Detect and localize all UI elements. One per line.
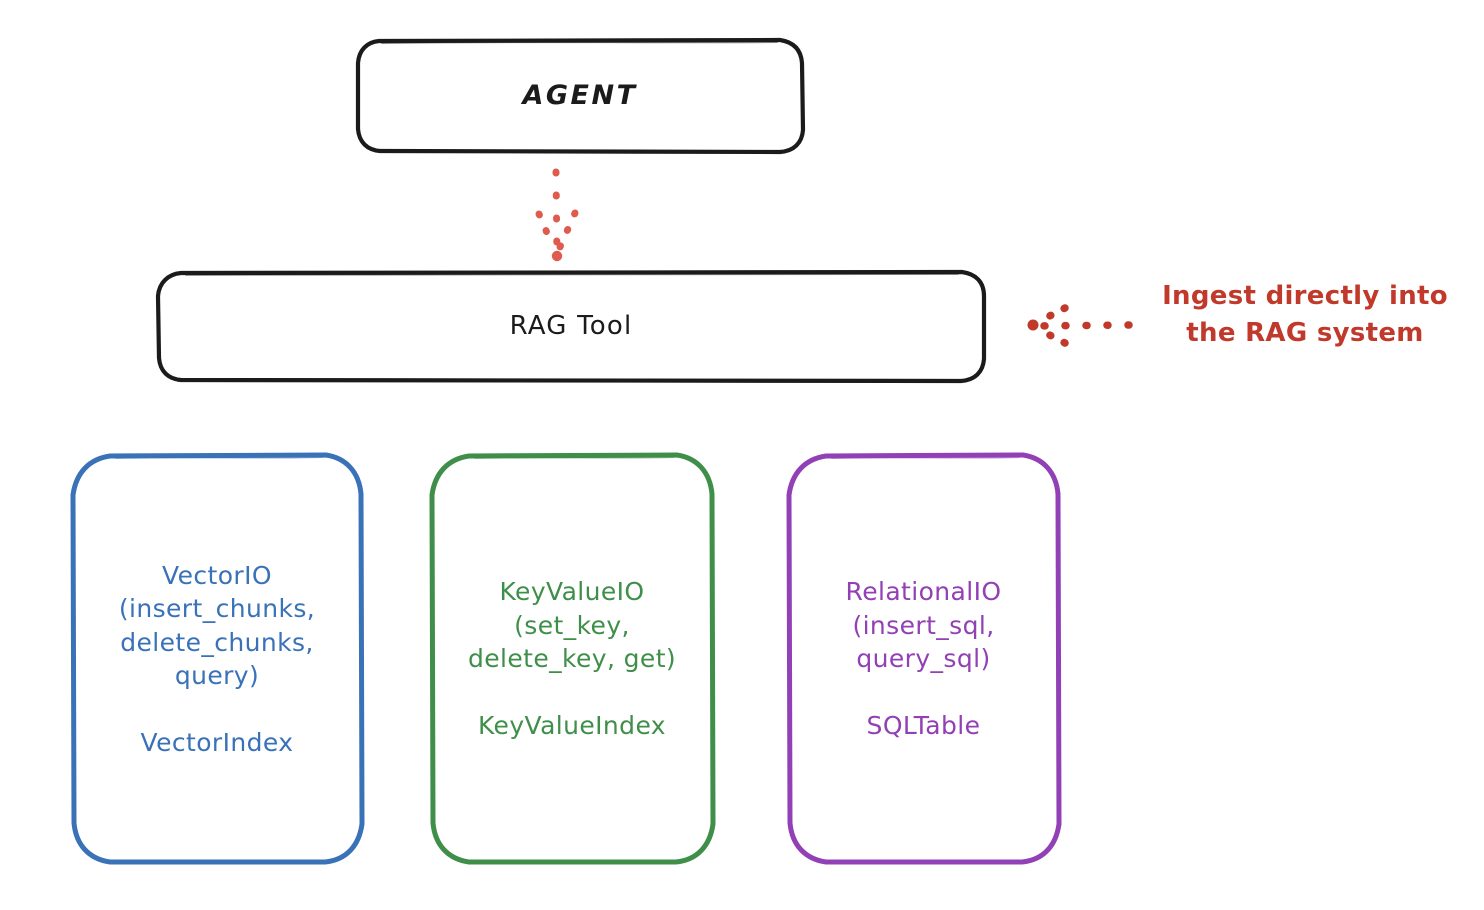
node-relational-io-label: RelationalIO (insert_sql, query_sql) SQL…	[845, 577, 1002, 741]
node-agent[interactable]: AGENT	[355, 37, 806, 155]
node-relational-io[interactable]: RelationalIO (insert_sql, query_sql) SQL…	[786, 452, 1062, 866]
node-key-value-io-label: KeyValueIO (set_key, delete_key, get) Ke…	[467, 577, 677, 741]
annotation-ingest-label: Ingest directly into the RAG system	[1162, 281, 1448, 348]
edge-ingest-to-rag-tool	[1027, 304, 1133, 347]
node-rag-tool[interactable]: RAG Tool	[155, 269, 987, 384]
node-agent-label: AGENT	[522, 80, 638, 112]
node-vector-io[interactable]: VectorIO (insert_chunks, delete_chunks, …	[70, 452, 365, 866]
node-rag-tool-label: RAG Tool	[509, 310, 633, 341]
node-vector-io-label: VectorIO (insert_chunks, delete_chunks, …	[118, 560, 316, 758]
node-key-value-io[interactable]: KeyValueIO (set_key, delete_key, get) Ke…	[429, 452, 716, 866]
edge-agent-to-rag-tool	[535, 168, 579, 262]
